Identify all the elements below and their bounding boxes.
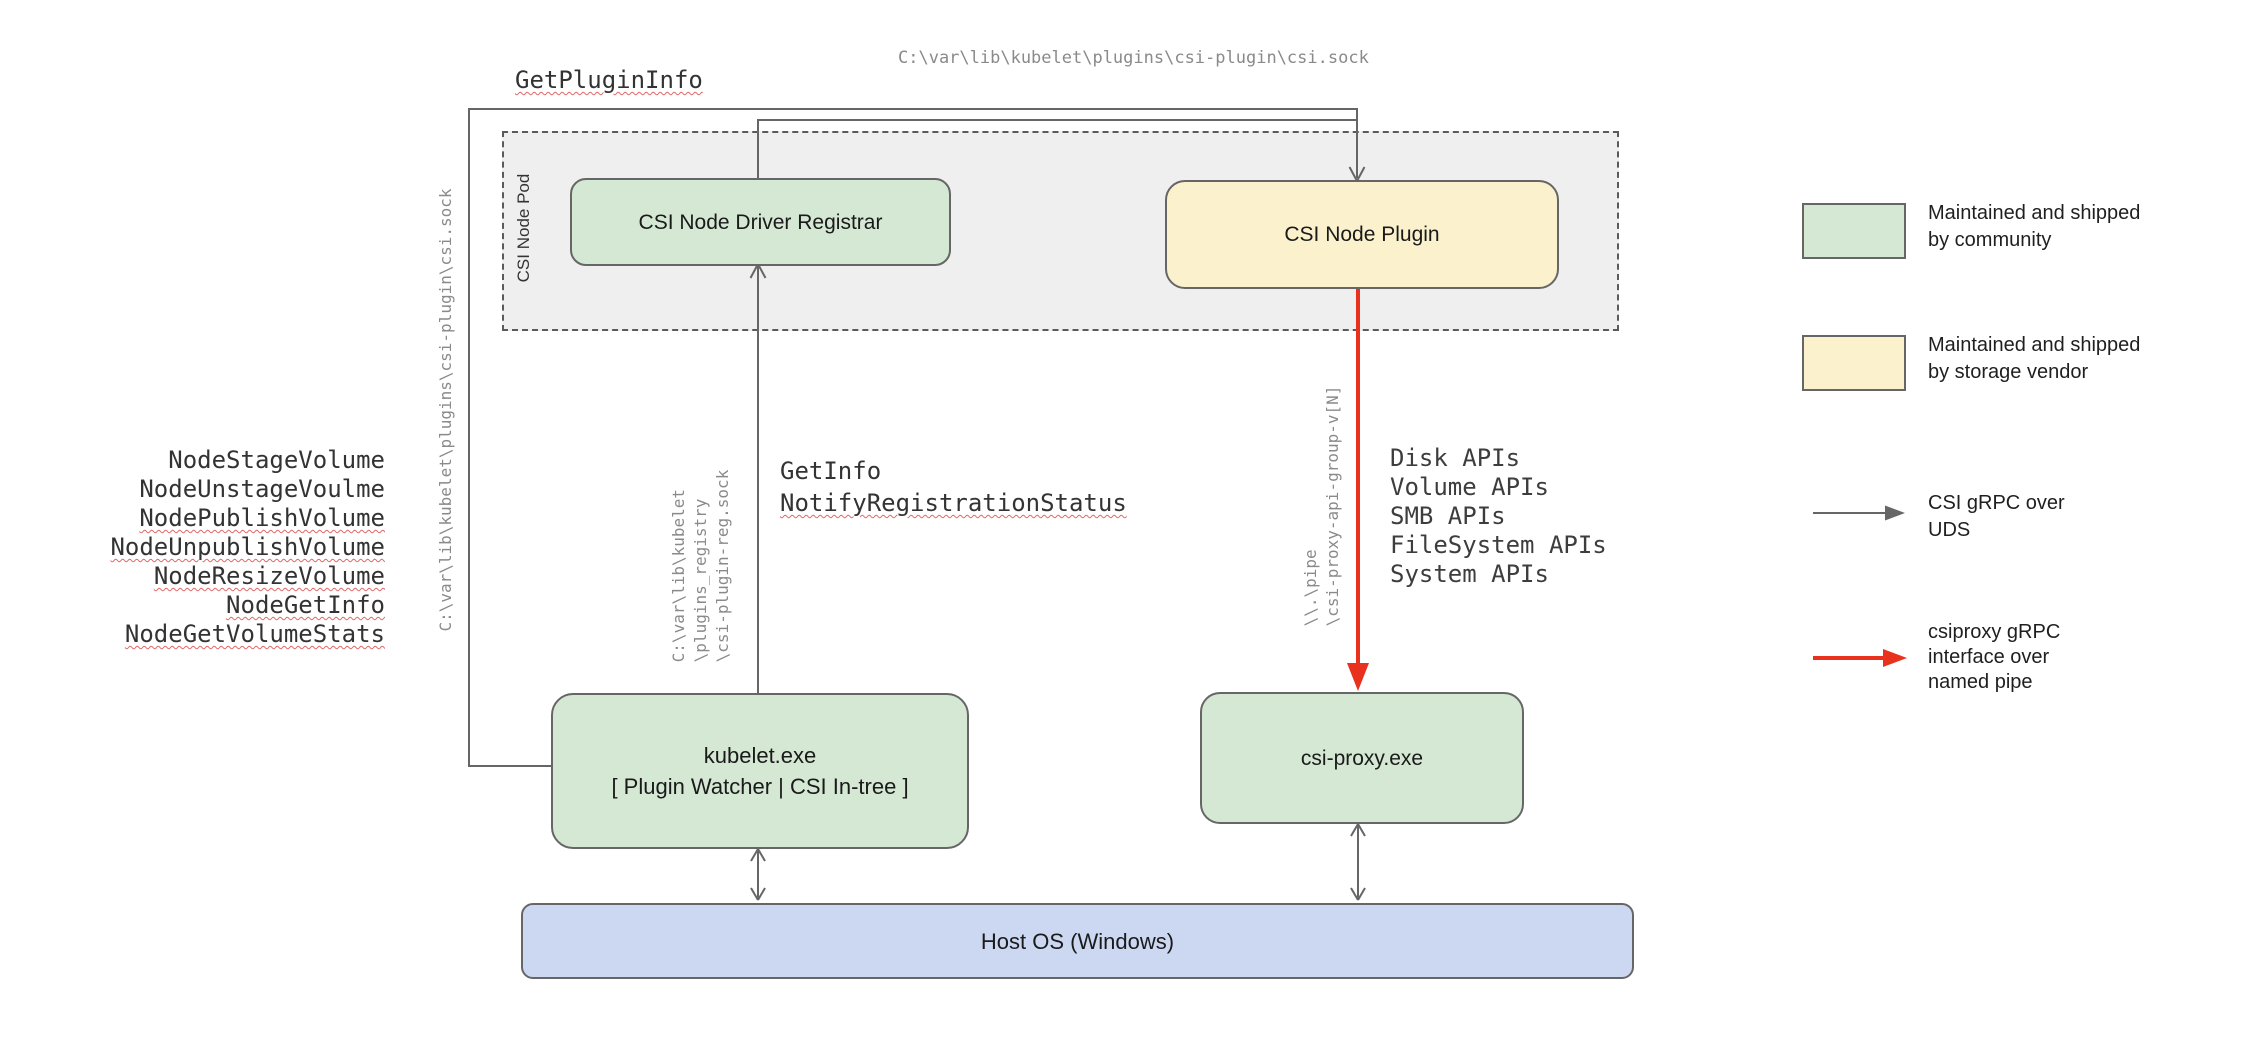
- csi-proxy-box: csi-proxy.exe: [1200, 692, 1524, 824]
- kubelet-line1: kubelet.exe: [703, 743, 817, 768]
- legend-vendor-swatch: [1802, 335, 1906, 391]
- registrar-to-plugin-uds-line: [757, 119, 1356, 178]
- kubelet-label: kubelet.exe [ Plugin Watcher | CSI In-tr…: [611, 740, 908, 802]
- kubelet-hostos-double-arrowhead-icon: [750, 848, 766, 901]
- csi-node-driver-registrar-box: CSI Node Driver Registrar: [570, 178, 951, 266]
- legend-community-label: Maintained and shipped by community: [1928, 202, 2141, 251]
- plugin-label: CSI Node Plugin: [1284, 223, 1440, 246]
- csiproxy-label: csi-proxy.exe: [1300, 746, 1424, 770]
- node-call-item: NodeGetVolumeStats: [124, 620, 385, 648]
- legend-community-swatch: [1802, 203, 1906, 259]
- registration-rpc-labels: GetInfo NotifyRegistrationStatus: [780, 455, 1127, 519]
- node-call-item: NodeGetInfo: [226, 591, 385, 619]
- csiproxy-red-arrowhead-icon: [1347, 663, 1369, 691]
- csi-sock-path-vertical-label: C:\var\lib\kubelet\plugins\csi-plugin\cs…: [436, 188, 455, 632]
- node-call-item: NodePublishVolume: [139, 504, 385, 532]
- registration-sock-path-vertical-label: C:\var\lib\kubelet \plugins_registry \cs…: [669, 469, 732, 663]
- api-item: FileSystem APIs: [1390, 531, 1607, 559]
- node-call-item: NodeStageVolume: [168, 446, 385, 474]
- csi-sock-path-label: C:\var\lib\kubelet\plugins\csi-plugin\cs…: [898, 48, 1369, 68]
- api-item: Volume APIs: [1390, 473, 1549, 501]
- kubelet-line2: [ Plugin Watcher | CSI In-tree ]: [611, 774, 909, 799]
- legend-uds-label: CSI gRPC over UDS: [1928, 492, 2065, 541]
- get-plugin-info-label: GetPluginInfo: [515, 66, 703, 94]
- api-item: SMB APIs: [1390, 502, 1506, 530]
- kubelet-to-plugin-uds-line: [468, 108, 1358, 767]
- legend-uds-arrowhead-icon: [1885, 505, 1905, 521]
- csi-node-pod-label: CSI Node Pod: [514, 173, 533, 283]
- host-os-box: Host OS (Windows): [521, 903, 1634, 979]
- api-item: Disk APIs: [1390, 444, 1521, 472]
- registrar-arrowhead-up-icon: [749, 263, 767, 279]
- node-call-item: NodeUnpublishVolume: [110, 533, 385, 561]
- get-info-label: GetInfo: [780, 457, 882, 485]
- node-rpc-call-list: NodeStageVolume NodeUnstageVoulme NodePu…: [80, 446, 385, 649]
- csiproxy-hostos-double-arrowhead-icon: [1350, 823, 1366, 901]
- legend-namedpipe-arrowhead-icon: [1883, 649, 1907, 667]
- named-pipe-path-vertical-label: \\.\pipe \csi-proxy-api-group-v[N]: [1301, 385, 1342, 627]
- kubelet-box: kubelet.exe [ Plugin Watcher | CSI In-tr…: [551, 693, 969, 849]
- api-item: System APIs: [1390, 560, 1549, 588]
- node-call-item: NodeResizeVolume: [153, 562, 385, 590]
- plugin-arrowhead-down-icon: [1348, 166, 1366, 182]
- notify-registration-status-label: NotifyRegistrationStatus: [780, 489, 1127, 517]
- legend-vendor-label: Maintained and shipped by storage vendor: [1928, 334, 2141, 383]
- hostos-label: Host OS (Windows): [980, 928, 1175, 954]
- csi-node-plugin-box: CSI Node Plugin: [1165, 180, 1559, 289]
- csiproxy-api-list: Disk APIs Volume APIs SMB APIs FileSyste…: [1390, 444, 1607, 589]
- registrar-label: CSI Node Driver Registrar: [638, 210, 883, 234]
- node-call-item: NodeUnstageVoulme: [139, 475, 385, 503]
- legend-namedpipe-label: csiproxy gRPC interface over named pipe: [1928, 621, 2061, 693]
